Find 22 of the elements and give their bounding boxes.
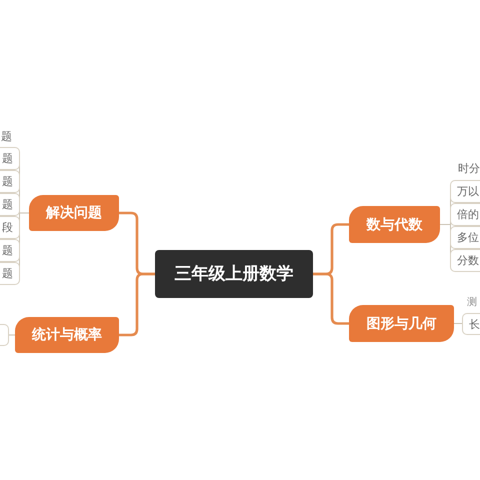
subtopic-box: 多位 — [450, 226, 480, 249]
connector-line — [454, 323, 462, 324]
subtopic-box: 万以 — [450, 180, 480, 203]
topic-box: 图形与几何 — [349, 305, 454, 342]
subtopic-box: 分数 — [450, 249, 480, 272]
subtopic-text: 时分 — [458, 162, 480, 175]
subtopic-box: 题 — [0, 147, 20, 170]
topic-box: 统计与概率 — [15, 317, 119, 353]
subtopic-box: 题 — [0, 170, 20, 193]
subtopic-box: 长 — [462, 313, 480, 335]
subtopic-box: 段 — [0, 216, 20, 239]
subtopic-box: 题 — [0, 262, 20, 285]
subtopic-text: 题 — [1, 129, 15, 143]
subtopic-box: 题 — [0, 239, 20, 262]
topic-box: 解决问题 — [29, 195, 119, 231]
subtopic-box: 题 — [0, 193, 20, 216]
subtopic-box — [0, 324, 9, 346]
subtopic-text: 测 — [467, 297, 479, 309]
subtopic-box: 倍的 — [450, 203, 480, 226]
connector-line — [8, 334, 16, 336]
topic-box: 数与代数 — [349, 206, 440, 243]
central-topic-box: 三年级上册数学 — [155, 250, 313, 298]
